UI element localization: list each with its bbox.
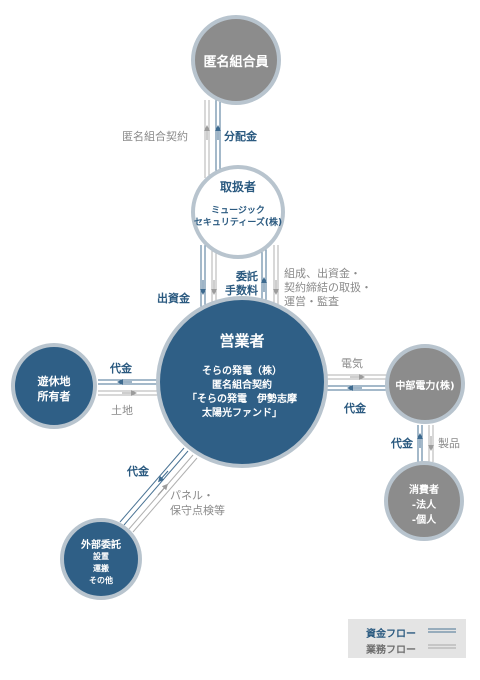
label-chubu-daikin: 代金 bbox=[344, 402, 366, 415]
landowner-line2: 所有者 bbox=[37, 390, 71, 403]
label-denki: 電気 bbox=[341, 357, 363, 370]
label-kumisei-1: 組成、出資金・ bbox=[284, 267, 361, 280]
label-contractor-daikin: 代金 bbox=[127, 465, 149, 478]
label-itaku-1: 委託 bbox=[236, 270, 258, 283]
consumer-node bbox=[384, 461, 464, 541]
flow-investors-handler bbox=[204, 100, 221, 178]
legend-fund-flow-label: 資金フロー bbox=[366, 629, 416, 640]
label-panel-1: パネル・ bbox=[170, 489, 214, 502]
label-bunpaikin: 分配金 bbox=[224, 130, 257, 143]
landowner-node bbox=[11, 343, 97, 429]
handler-node bbox=[191, 165, 285, 259]
chubu-label: 中部電力(株) bbox=[395, 381, 455, 392]
operator-line3: 「そらの発電 伊勢志摩 bbox=[187, 394, 297, 405]
contractor-line3: その他 bbox=[89, 576, 113, 585]
contractor-line2: 運搬 bbox=[93, 564, 109, 573]
flow-chubu-consumer bbox=[417, 425, 434, 462]
label-land-tochi: 土地 bbox=[111, 404, 133, 417]
legend-box: 資金フロー 業務フロー bbox=[348, 619, 466, 658]
legend-line-swatches bbox=[428, 628, 456, 649]
label-seihin: 製品 bbox=[438, 437, 460, 450]
operator-line1: そらの発電（株） bbox=[202, 366, 282, 377]
legend-business-flow-label: 業務フロー bbox=[366, 645, 416, 656]
label-itaku-2: 手数料 bbox=[225, 284, 258, 297]
handler-name-line1: ミュージック bbox=[211, 206, 265, 216]
flow-operator-chubu bbox=[322, 374, 388, 391]
flow-operator-contractor bbox=[119, 447, 198, 533]
label-tokumei-keiyaku: 匿名組合契約 bbox=[122, 130, 188, 143]
handler-title: 取扱者 bbox=[219, 180, 256, 194]
contractor-line1: 設置 bbox=[93, 552, 109, 561]
legend-business-flow: 業務フロー bbox=[366, 641, 416, 656]
operator-line4: 太陽光ファンド」 bbox=[202, 408, 282, 419]
consumer-line2: -個人 bbox=[411, 515, 437, 526]
flow-landowner-operator bbox=[98, 379, 162, 396]
chubu-node bbox=[385, 344, 465, 424]
label-land-daikin: 代金 bbox=[110, 362, 132, 375]
consumer-line1: -法人 bbox=[411, 500, 437, 511]
legend-fund-flow: 資金フロー bbox=[366, 625, 416, 640]
label-consumer-daikin: 代金 bbox=[391, 437, 413, 450]
consumer-title: 消費者 bbox=[409, 485, 439, 496]
handler-name-line2: セキュリティーズ(株) bbox=[193, 218, 283, 228]
label-shusshikin: 出資金 bbox=[157, 292, 190, 305]
operator-title: 営業者 bbox=[219, 332, 265, 350]
operator-node bbox=[156, 296, 328, 468]
contractor-title: 外部委託 bbox=[81, 540, 121, 551]
investors-label: 匿名組合員 bbox=[203, 55, 269, 70]
investors-node bbox=[191, 15, 281, 105]
contractor-node bbox=[60, 518, 142, 600]
operator-line2: 匿名組合契約 bbox=[212, 380, 272, 391]
label-kumisei-3: 運営・監査 bbox=[284, 295, 339, 308]
landowner-line1: 遊休地 bbox=[37, 375, 71, 388]
label-panel-2: 保守点検等 bbox=[170, 504, 225, 517]
label-kumisei-2: 契約締結の取扱・ bbox=[284, 281, 372, 294]
